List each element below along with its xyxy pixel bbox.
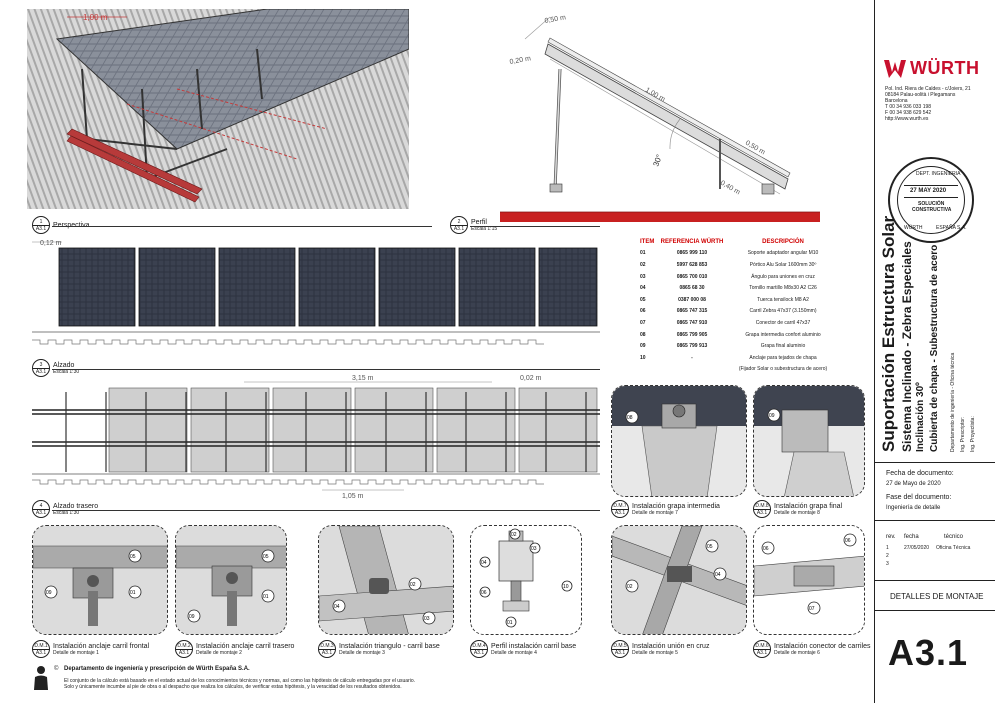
svg-text:01: 01: [263, 594, 269, 600]
front-elevation: 0,12 m: [32, 236, 600, 356]
dim-050-top: 0,50 m: [544, 14, 566, 25]
svg-text:03: 03: [531, 546, 537, 552]
phase-value: Ingeniería de detalle: [886, 505, 941, 511]
svg-text:04: 04: [715, 572, 721, 578]
company-address: Pol. Ind. Riera de Caldes - c/Joiers, 21…: [885, 86, 971, 122]
project-subtitle-2: Inclinación 30º: [915, 382, 926, 452]
rev-row: 2: [886, 553, 889, 559]
revision-table: rev. fecha técnico 1 27/05/2020 Oficina …: [886, 534, 986, 568]
detail-dm7: 08: [611, 385, 747, 497]
svg-text:06: 06: [845, 538, 851, 544]
svg-text:07: 07: [809, 606, 815, 612]
svg-text:05: 05: [130, 554, 136, 560]
svg-text:01: 01: [507, 620, 513, 626]
svg-text:09: 09: [769, 413, 775, 419]
wurth-logo: WÜRTH: [884, 58, 979, 79]
detail-dm4: 02 03 04 06 01 10: [470, 525, 582, 635]
detail-dm6: 06 06 07: [753, 525, 865, 635]
ing-prescriptor: Ing. Prescriptor:: [960, 416, 966, 452]
svg-text:02: 02: [410, 582, 416, 588]
svg-text:04: 04: [481, 560, 487, 566]
sheet-title: DETALLES DE MONTAJE: [890, 592, 984, 601]
detail-dm2: 05 09 01: [175, 525, 287, 635]
detail-dm8: 09: [753, 385, 865, 497]
rev-row: 3: [886, 561, 889, 567]
project-title: Suportación Estructura Solar: [879, 215, 898, 452]
rear-dim-002: 0,02 m: [520, 375, 542, 382]
profile-drawing: 30° 0,50 m 0,20 m 1,00 m 0,50 m 0,40 m: [500, 9, 820, 229]
svg-text:09: 09: [189, 614, 195, 620]
parts-header: ITEM REFERENCIA WÜRTH DESCRIPCIÓN: [640, 238, 804, 245]
doc-date-label: Fecha de documento:: [886, 470, 954, 477]
detail-dm3: 02 04 03: [318, 525, 454, 635]
svg-text:03: 03: [424, 616, 430, 622]
svg-text:04: 04: [334, 604, 340, 610]
footer-line2: Solo y únicamente incumbe al pie de obra…: [64, 684, 402, 690]
footer-dept: Departamento de ingeniería y prescripció…: [64, 666, 250, 672]
sheet-number: A3.1: [888, 632, 969, 673]
ing-proyectista: Ing. Proyectista:: [970, 416, 976, 452]
rear-elevation: 3,15 m 0,02 m 1,05 m: [32, 372, 600, 500]
svg-text:01: 01: [130, 590, 136, 596]
rev-row: 1 27/05/2020 Oficina Técnica: [886, 545, 971, 551]
persp-dim: 1,00 m: [83, 13, 108, 22]
angle-label: 30°: [651, 153, 664, 167]
dept-text: Departamento de ingeniería - Oficina téc…: [950, 352, 956, 452]
wurth-logo-mark: [884, 59, 906, 78]
dim-040: 0,40 m: [719, 180, 741, 197]
dim-020: 0,20 m: [509, 55, 531, 66]
svg-text:02: 02: [511, 532, 517, 538]
perspective-render: 1,00 m: [27, 9, 409, 209]
svg-text:06: 06: [763, 546, 769, 552]
elev-dim-012: 0,12 m: [40, 240, 62, 247]
svg-text:02: 02: [627, 584, 633, 590]
svg-text:05: 05: [707, 544, 713, 550]
svg-text:05: 05: [263, 554, 269, 560]
copyright-symbol: ©: [54, 666, 59, 672]
engineering-stamp: DEPT. INGENIERIA 27 MAY 2020 SOLUCIÓN CO…: [888, 157, 974, 243]
doc-date: 27 de Mayo de 2020: [886, 481, 941, 487]
svg-text:10: 10: [563, 584, 569, 590]
detail-dm5: 02 05 04: [611, 525, 747, 635]
title-block-border: [874, 0, 875, 703]
rear-dim-105: 1,05 m: [342, 493, 364, 500]
svg-text:09: 09: [46, 590, 52, 596]
rear-dim-315: 3,15 m: [352, 375, 374, 382]
project-subtitle-3: Cubierta de chapa - Subestructura de ace…: [929, 244, 940, 452]
project-subtitle-1: Sistema Inclinado - Zebra Especiales: [900, 241, 914, 452]
wurth-logo-text: WÜRTH: [910, 58, 980, 78]
engineer-icon: [32, 664, 50, 690]
svg-text:08: 08: [627, 415, 633, 421]
svg-text:06: 06: [481, 590, 487, 596]
phase-label: Fase del documento:: [886, 494, 952, 501]
footer-line1: El conjunto de la cálculo está basado en…: [64, 678, 416, 684]
table-row: 10-Anclaje para tejados de chapa: [640, 354, 817, 361]
detail-dm1: 05 09 01: [32, 525, 168, 635]
footer: © Departamento de ingeniería y prescripc…: [32, 664, 812, 694]
parts-footnote: (Fijador Solar o subestructura de acero): [738, 366, 828, 373]
